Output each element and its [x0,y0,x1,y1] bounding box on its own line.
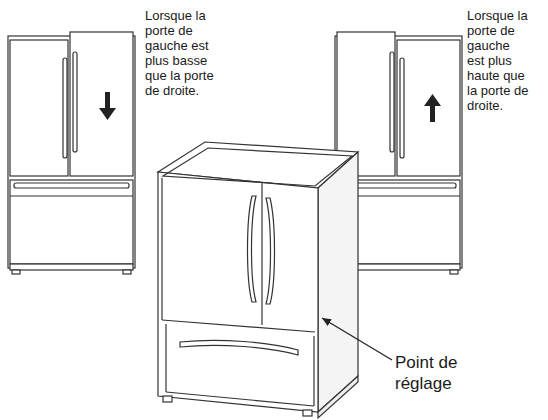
note-text: Lorsque la porte de gauche est plus haut… [467,8,529,113]
callout-label: Point de réglage [395,352,505,394]
note-text: Lorsque la porte de gauche est plus bass… [145,8,225,98]
